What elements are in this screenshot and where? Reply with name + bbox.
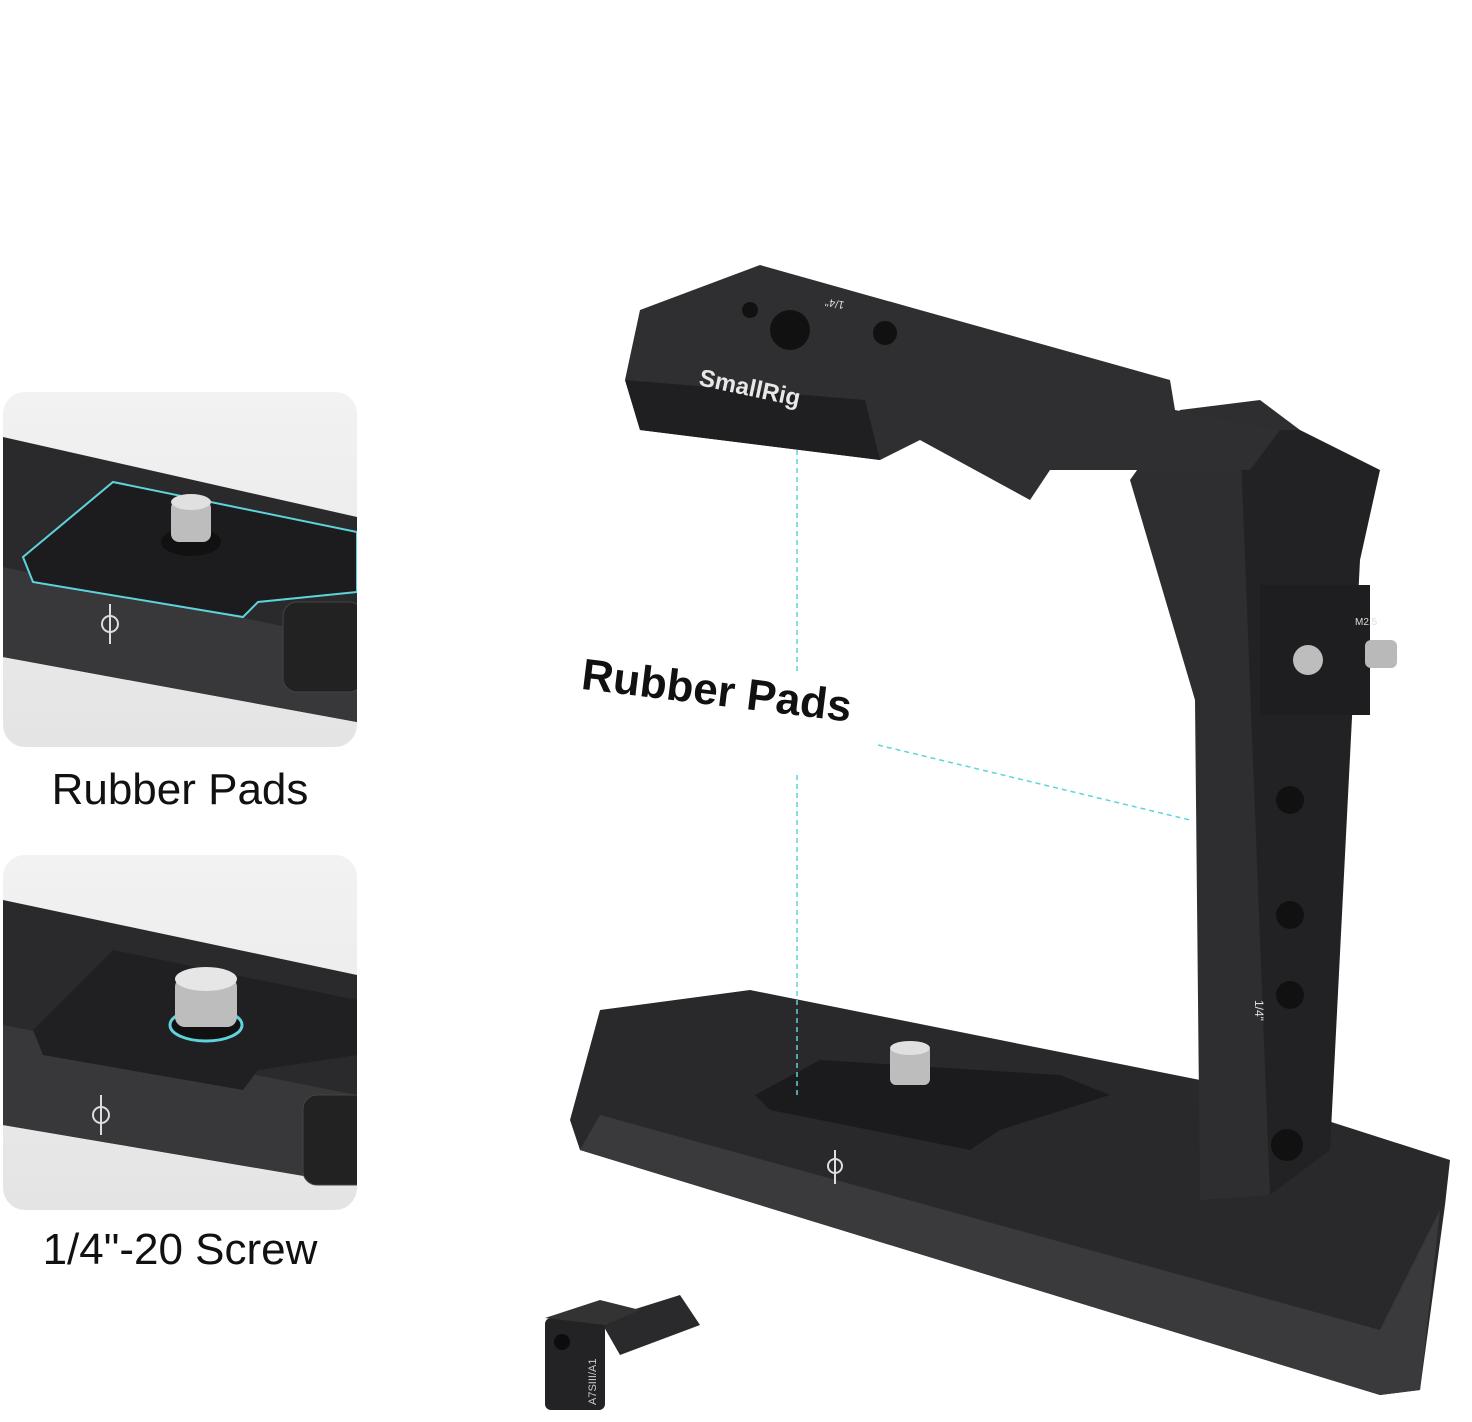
rubber-pads-detail-panel	[3, 392, 357, 747]
accessory-clamp-block: A7SIII/A1	[545, 1295, 700, 1410]
screw-detail-panel	[3, 855, 357, 1210]
clamp-marking: M2.5	[1355, 617, 1378, 628]
cage-screw	[890, 1045, 930, 1085]
rubber-pad-closeup-image	[3, 437, 357, 722]
side-marking: 1/4"	[1252, 1000, 1266, 1021]
top-marking: 1/4"	[824, 295, 845, 310]
accessory-marking: A7SIII/A1	[587, 1359, 599, 1405]
leader-line-side	[877, 744, 1191, 821]
cage-rubber-pad	[755, 1060, 1110, 1150]
screw-closeup-image	[3, 900, 357, 1186]
rubber-pads-caption: Rubber Pads	[51, 765, 309, 814]
screw-caption: 1/4"-20 Screw	[42, 1225, 318, 1274]
